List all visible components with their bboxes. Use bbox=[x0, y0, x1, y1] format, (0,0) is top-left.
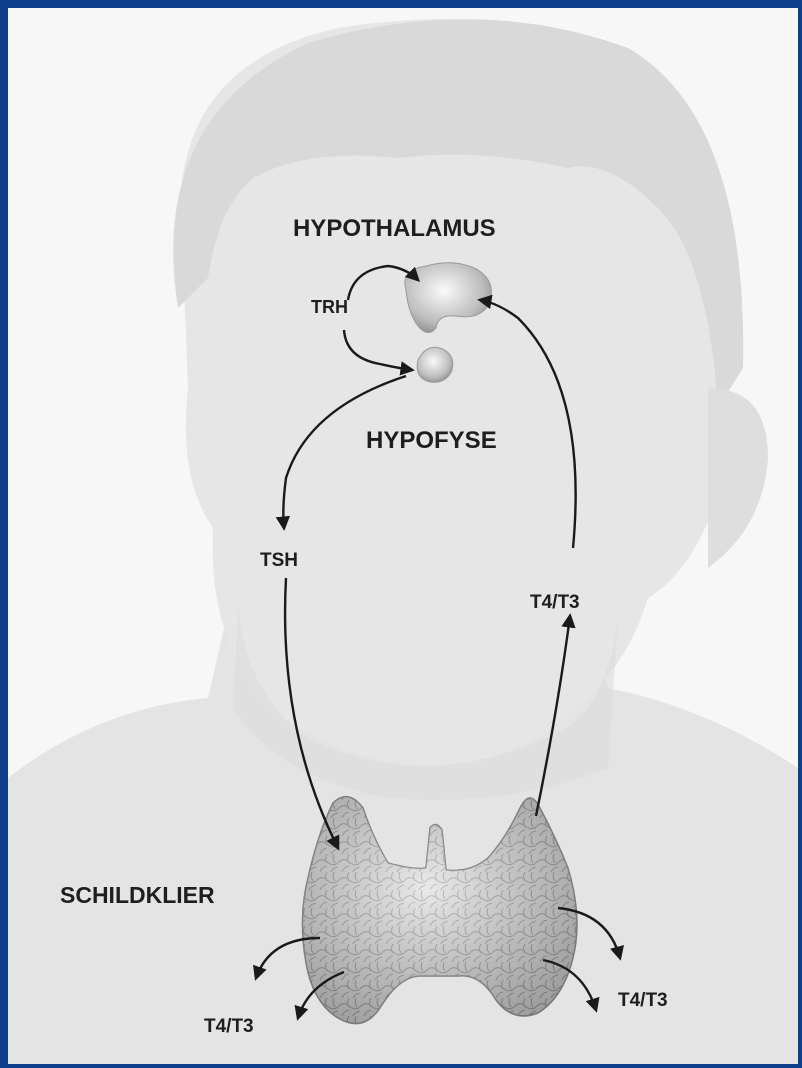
tsh-label: TSH bbox=[260, 550, 298, 571]
ear-silhouette bbox=[708, 388, 768, 568]
hypofyse-label: HYPOFYSE bbox=[366, 427, 497, 454]
trh-label: TRH bbox=[311, 297, 348, 317]
thyroid-feedback-diagram: HYPOTHALAMUS TRH HYPOFYSE TSH T4/T3 SCHI… bbox=[8, 8, 798, 1064]
t4t3-left-label: T4/T3 bbox=[204, 1016, 254, 1037]
hypothalamus-label: HYPOTHALAMUS bbox=[293, 215, 496, 242]
schildklier-label: SCHILDKLIER bbox=[60, 882, 215, 908]
hypofyse-shape bbox=[417, 347, 453, 382]
t4t3-upper-label: T4/T3 bbox=[530, 592, 580, 613]
t4t3-right-label: T4/T3 bbox=[618, 990, 668, 1011]
